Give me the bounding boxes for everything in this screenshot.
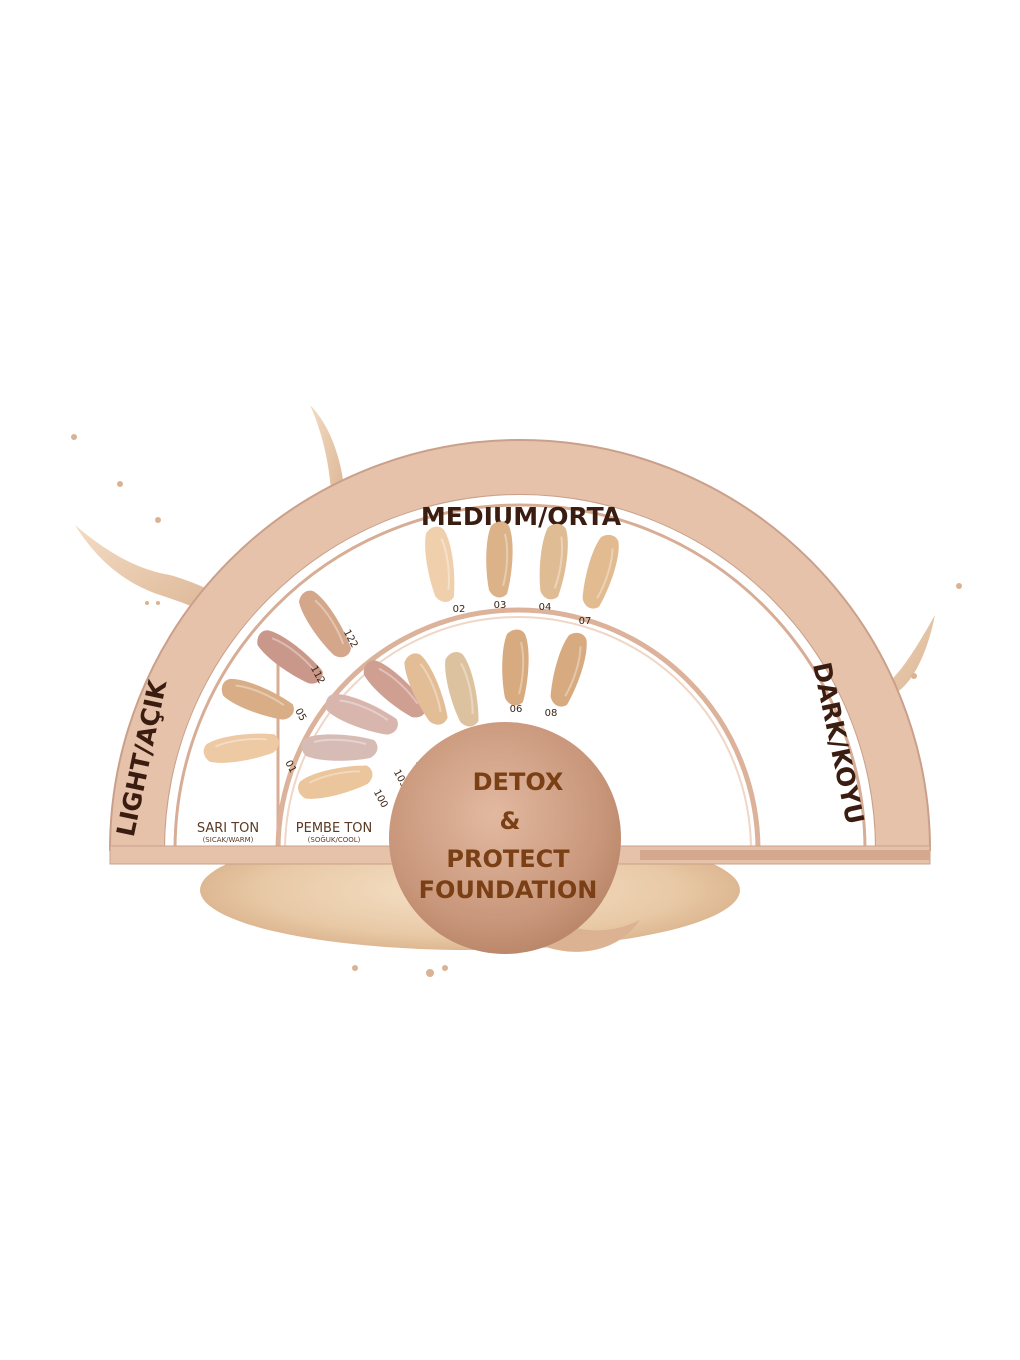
swatch-code-08: 08 (545, 708, 558, 719)
cool-tone-subtitle: (SOĞUK/COOL) (308, 835, 361, 844)
swatch-smear-07 (582, 534, 619, 609)
middle-arc (275, 607, 761, 851)
swatch-highlight-100 (308, 770, 361, 784)
splash-drop (442, 965, 448, 971)
product-circle (389, 722, 621, 954)
bottom-bar-shadow (640, 850, 930, 860)
swatch-highlight-03 (502, 533, 509, 587)
swatch-highlight-121 (460, 662, 474, 715)
swatch-code-07: 07 (579, 616, 592, 627)
inner-arc-outline (173, 503, 867, 851)
splash-drop (956, 583, 962, 589)
swatch-highlight-08 (564, 646, 582, 697)
splash-drop (71, 434, 77, 440)
swatch-code-04: 04 (539, 602, 552, 613)
medium-label: MEDIUM/ORTA (421, 502, 622, 531)
swatch-highlight-06 (518, 641, 525, 695)
cool-tone-title: PEMBE TON (296, 821, 372, 836)
swatch-highlight-111 (378, 667, 419, 705)
warm-tone-subtitle: (SICAK/WARM) (203, 836, 254, 844)
swatch-code-03: 03 (494, 600, 507, 611)
swatch-smear-112 (257, 630, 323, 684)
swatch-03: 03 (486, 521, 513, 611)
swatch-smear-08 (550, 632, 587, 707)
swatch-08: 08 (545, 632, 587, 719)
warm-tone-title: SARI TON (197, 821, 259, 836)
swatch-smear-103 (301, 734, 378, 761)
swatch-smear-100 (298, 765, 373, 799)
swatch-highlight-04 (553, 536, 564, 589)
swatch-highlight-05 (235, 684, 285, 706)
swatch-smear-06 (502, 629, 529, 706)
swatch-07: 07 (579, 534, 619, 627)
swatch-04: 04 (539, 523, 568, 613)
swatch-code-05: 05 (292, 707, 308, 723)
product-line-foundation: FOUNDATION (419, 876, 598, 904)
product-line-detox: DETOX (473, 768, 564, 796)
swatch-06: 06 (502, 629, 529, 715)
swatch-highlight-112 (271, 637, 315, 671)
product-line-protect: PROTECT (446, 845, 570, 873)
swatch-smear-02 (425, 526, 455, 602)
swatch-01: 01 (203, 733, 298, 775)
splash-drop (426, 969, 434, 977)
splash-drop (117, 481, 123, 487)
swatch-smear-03 (486, 521, 513, 598)
splash-drop (145, 601, 149, 605)
swatch-highlight-01 (214, 738, 268, 748)
swatch-highlight-104 (339, 699, 389, 721)
swatch-smear-05 (221, 678, 294, 720)
splash-drop (155, 517, 161, 523)
swatch-highlight-07 (596, 548, 614, 599)
swatch-code-06: 06 (510, 704, 523, 715)
swatch-highlight-120 (419, 663, 442, 713)
swatch-05: 05 (221, 678, 308, 723)
product-badge: DETOX & PROTECT FOUNDATION (389, 722, 621, 954)
swatch-02: 02 (425, 526, 466, 615)
swatch-smear-04 (539, 523, 568, 600)
splash-drop (911, 673, 917, 679)
swatch-code-01: 01 (282, 759, 298, 775)
swatch-smear-120 (404, 653, 448, 725)
product-line-amp: & (500, 807, 521, 835)
swatch-smear-01 (203, 733, 279, 763)
swatch-highlight-122 (314, 599, 345, 645)
swatch-highlight-103 (313, 738, 367, 745)
splash-drop (156, 601, 160, 605)
splash-drop (352, 965, 358, 971)
swatch-smear-121 (445, 652, 479, 727)
swatch-highlight-02 (440, 537, 450, 591)
swatch-smear-111 (363, 660, 427, 718)
swatch-smear-104 (325, 693, 398, 735)
swatch-smear-122 (298, 590, 352, 658)
swatch-code-02: 02 (453, 604, 466, 615)
